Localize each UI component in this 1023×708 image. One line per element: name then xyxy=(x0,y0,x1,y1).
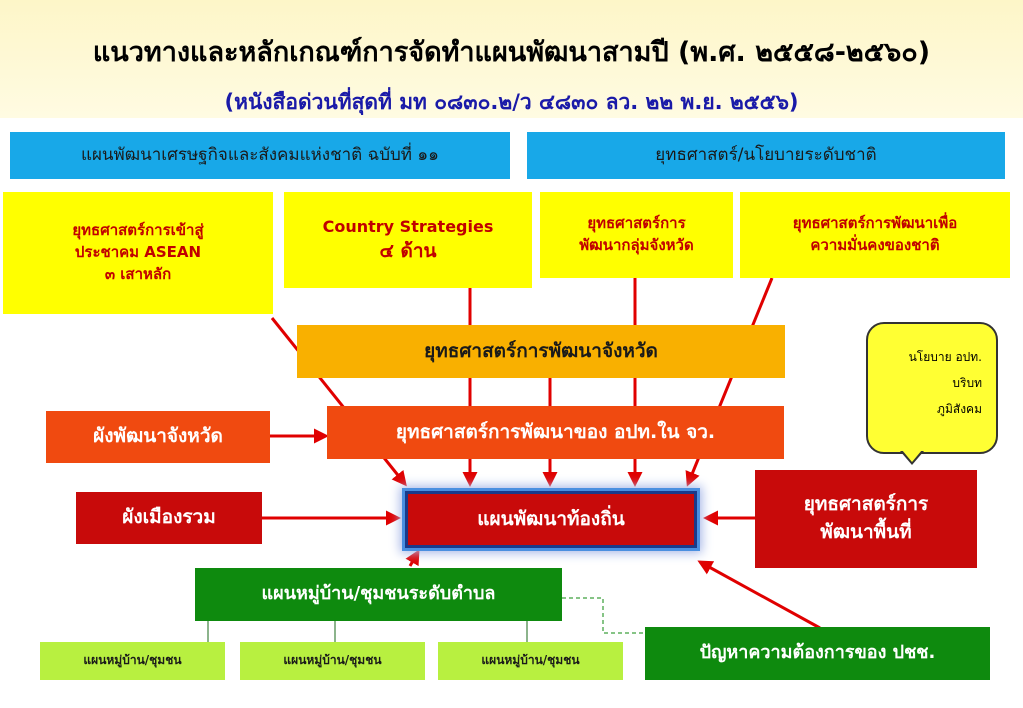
callout-line-1: นโยบาย อปท. xyxy=(908,350,982,364)
province-strategy-box: ยุทธศาสตร์การพัฒนาจังหวัด xyxy=(297,325,785,378)
area-strategy-box: ยุทธศาสตร์การ พัฒนาพื้นที่ xyxy=(755,470,977,568)
page-subtitle: (หนังสือด่วนที่สุดที่ มท ๐๘๓๐.๒/ว ๔๘๓๐ ล… xyxy=(224,90,799,114)
local-plan-label: แผนพัฒนาท้องถิ่น xyxy=(477,507,625,530)
village-plan-box-3: แผนหมู่บ้าน/ชุมชน xyxy=(438,642,623,680)
page-title: แนวทางและหลักเกณฑ์การจัดทำแผนพัฒนาสามปี … xyxy=(92,37,931,68)
village-plan-label-2: แผนหมู่บ้าน/ชุมชน xyxy=(283,653,382,668)
national-plan-box: แผนพัฒนาเศรษฐกิจและสังคมแห่งชาติ ฉบับที่… xyxy=(10,132,510,179)
national-plan-label: แผนพัฒนาเศรษฐกิจและสังคมแห่งชาติ ฉบับที่… xyxy=(81,145,439,166)
security-strategy-line-1: ยุทธศาสตร์การพัฒนาเพื่อ xyxy=(792,214,958,233)
province-layout-box: ผังพัฒนาจังหวัด xyxy=(46,411,270,463)
village-plan-subdistrict-box: แผนหมู่บ้าน/ชุมชนระดับตำบล xyxy=(195,568,562,621)
security-strategy-box: ยุทธศาสตร์การพัฒนาเพื่อ ความมั่นคงของชาต… xyxy=(740,192,1010,278)
city-plan-label: ผังเมืองรวม xyxy=(122,506,216,529)
village-plan-box-2: แผนหมู่บ้าน/ชุมชน xyxy=(240,642,425,680)
village-plan-label-3: แผนหมู่บ้าน/ชุมชน xyxy=(481,653,580,668)
people-needs-label: ปัญหาความต้องการของ ปชช. xyxy=(699,642,936,664)
area-strategy-line-1: ยุทธศาสตร์การ xyxy=(803,493,929,516)
province-strategy-label: ยุทธศาสตร์การพัฒนาจังหวัด xyxy=(424,339,658,362)
lao-strategy-label: ยุทธศาสตร์การพัฒนาของ อปท.ใน จว. xyxy=(395,420,716,443)
lao-strategy-box: ยุทธศาสตร์การพัฒนาของ อปท.ใน จว. xyxy=(327,406,784,459)
city-plan-box: ผังเมืองรวม xyxy=(76,492,262,544)
asean-strategy-line-3: ๓ เสาหลัก xyxy=(104,264,172,283)
header-band: แนวทางและหลักเกณฑ์การจัดทำแผนพัฒนาสามปี … xyxy=(0,0,1023,118)
country-strategies-line-1: Country Strategies xyxy=(322,216,494,236)
province-layout-label: ผังพัฒนาจังหวัด xyxy=(93,425,223,448)
arrow-village-to-local xyxy=(405,549,420,567)
national-strategy-label: ยุทธศาสตร์/นโยบายระดับชาติ xyxy=(655,145,877,166)
village-plan-label-1: แผนหมู่บ้าน/ชุมชน xyxy=(83,653,182,668)
arrow-needs-to-local xyxy=(697,560,821,630)
asean-strategy-box: ยุทธศาสตร์การเข้าสู่ ประชาคม ASEAN ๓ เสา… xyxy=(3,192,273,314)
country-strategies-line-2: ๔ ด้าน xyxy=(379,239,437,262)
policy-callout: นโยบาย อปท. บริบท ภูมิสังคม xyxy=(866,322,998,454)
area-strategy-line-2: พัฒนาพื้นที่ xyxy=(820,521,912,543)
people-needs-box: ปัญหาความต้องการของ ปชช. xyxy=(645,627,990,680)
country-strategies-box: Country Strategies ๔ ด้าน xyxy=(284,192,532,288)
callout-line-2: บริบท xyxy=(952,376,982,390)
local-plan-box: แผนพัฒนาท้องถิ่น xyxy=(405,491,697,548)
asean-strategy-line-2: ประชาคม ASEAN xyxy=(74,243,202,262)
province-group-strategy-box: ยุทธศาสตร์การ พัฒนากลุ่มจังหวัด xyxy=(540,192,733,278)
asean-strategy-line-1: ยุทธศาสตร์การเข้าสู่ xyxy=(72,221,204,240)
province-group-strategy-line-2: พัฒนากลุ่มจังหวัด xyxy=(579,236,694,254)
callout-line-3: ภูมิสังคม xyxy=(937,402,982,416)
national-strategy-box: ยุทธศาสตร์/นโยบายระดับชาติ xyxy=(527,132,1005,179)
security-strategy-line-2: ความมั่นคงของชาติ xyxy=(810,236,940,254)
village-plan-subdistrict-label: แผนหมู่บ้าน/ชุมชนระดับตำบล xyxy=(261,583,496,605)
village-plan-box-1: แผนหมู่บ้าน/ชุมชน xyxy=(40,642,225,680)
province-group-strategy-line-1: ยุทธศาสตร์การ xyxy=(587,214,686,233)
